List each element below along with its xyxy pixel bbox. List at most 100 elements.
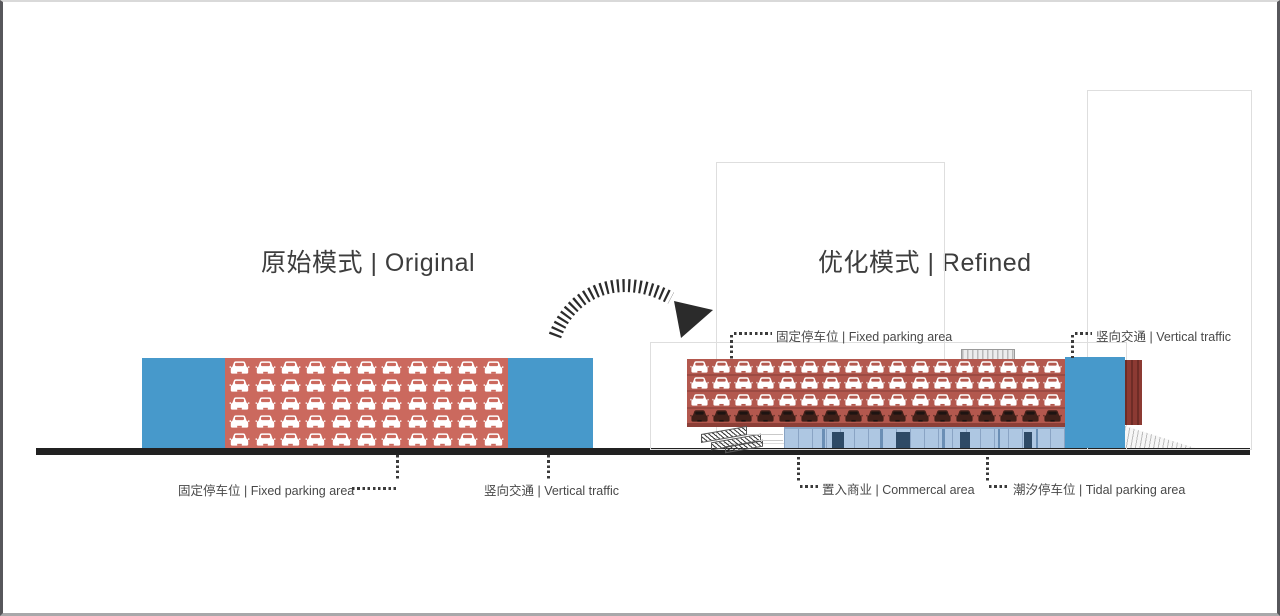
car-icon	[457, 378, 478, 392]
car-icon	[280, 396, 301, 410]
storefront-door	[832, 432, 844, 448]
car-icon	[280, 432, 301, 446]
leader-dots	[989, 485, 1009, 488]
car-icon	[933, 360, 952, 373]
car-icon	[822, 409, 841, 422]
car-icon	[305, 414, 326, 428]
car-icon	[407, 414, 428, 428]
car-icon	[432, 432, 453, 446]
commercial-area-label: 置入商业 | Commercal area	[822, 483, 975, 497]
car-icon	[255, 432, 276, 446]
car-icon	[255, 396, 276, 410]
leader-dots	[352, 487, 397, 490]
car-row	[225, 376, 508, 394]
car-icon	[712, 376, 731, 389]
car-row	[687, 409, 1065, 427]
car-icon	[483, 360, 504, 374]
sketch-line	[755, 440, 783, 441]
commercial-area-strip	[784, 427, 1065, 448]
car-icon	[800, 376, 819, 389]
car-icon	[356, 360, 377, 374]
car-icon	[822, 360, 841, 373]
car-icon	[712, 393, 731, 406]
left-vertical-traffic-block-east	[508, 358, 593, 448]
car-icon	[888, 360, 907, 373]
car-icon	[955, 376, 974, 389]
car-icon	[255, 360, 276, 374]
car-icon	[1021, 409, 1040, 422]
car-icon	[822, 376, 841, 389]
car-icon	[305, 360, 326, 374]
car-icon	[800, 409, 819, 422]
storefront-mullion	[942, 429, 945, 448]
right-fixed-parking-label: 固定停车位 | Fixed parking area	[776, 330, 953, 344]
car-icon	[1043, 360, 1062, 373]
car-icon	[800, 360, 819, 373]
right-vertical-traffic-block	[1065, 357, 1125, 448]
left-vertical-traffic-label: 竖向交通 | Vertical traffic	[484, 484, 619, 498]
car-icon	[407, 378, 428, 392]
car-icon	[911, 376, 930, 389]
leader-dots	[800, 485, 818, 488]
left-fixed-parking-block	[225, 358, 508, 448]
car-icon	[1043, 393, 1062, 406]
car-icon	[778, 360, 797, 373]
car-icon	[255, 378, 276, 392]
car-icon	[690, 376, 709, 389]
car-icon	[407, 432, 428, 446]
car-icon	[356, 432, 377, 446]
car-icon	[911, 409, 930, 422]
car-icon	[712, 409, 731, 422]
car-icon	[432, 378, 453, 392]
ground-line	[36, 448, 1250, 455]
car-icon	[432, 396, 453, 410]
right-vertical-traffic-label: 竖向交通 | Vertical traffic	[1096, 330, 1231, 344]
storefront-mullion	[880, 429, 883, 448]
car-icon	[778, 376, 797, 389]
car-icon	[999, 360, 1018, 373]
car-icon	[381, 432, 402, 446]
car-icon	[844, 360, 863, 373]
car-icon	[407, 396, 428, 410]
car-icon	[977, 409, 996, 422]
car-row	[225, 394, 508, 412]
car-icon	[457, 432, 478, 446]
car-icon	[999, 376, 1018, 389]
car-icon	[888, 393, 907, 406]
storefront-mullion	[822, 429, 825, 448]
car-icon	[999, 393, 1018, 406]
car-icon	[356, 396, 377, 410]
car-icon	[483, 378, 504, 392]
car-icon	[977, 376, 996, 389]
original-mode-title: 原始模式 | Original	[261, 249, 476, 277]
storefront-mullion	[1036, 429, 1038, 448]
car-row	[225, 430, 508, 448]
car-icon	[280, 360, 301, 374]
storefront-glazing	[784, 429, 1065, 448]
right-core-striped-block	[1125, 360, 1142, 425]
leader-dots	[730, 335, 733, 359]
car-icon	[778, 393, 797, 406]
car-icon	[844, 409, 863, 422]
car-icon	[756, 409, 775, 422]
car-icon	[483, 432, 504, 446]
car-icon	[1043, 409, 1062, 422]
car-icon	[1021, 393, 1040, 406]
car-icon	[999, 409, 1018, 422]
sketch-line	[747, 434, 783, 435]
car-icon	[331, 378, 352, 392]
car-icon	[432, 360, 453, 374]
car-icon	[457, 396, 478, 410]
car-icon	[888, 409, 907, 422]
car-icon	[756, 376, 775, 389]
car-icon	[305, 396, 326, 410]
car-icon	[407, 360, 428, 374]
car-icon	[331, 396, 352, 410]
refined-mode-title: 优化模式 | Refined	[818, 249, 1032, 277]
car-icon	[690, 360, 709, 373]
car-row	[225, 358, 508, 376]
car-icon	[822, 393, 841, 406]
car-icon	[955, 409, 974, 422]
car-icon	[331, 414, 352, 428]
car-icon	[734, 393, 753, 406]
